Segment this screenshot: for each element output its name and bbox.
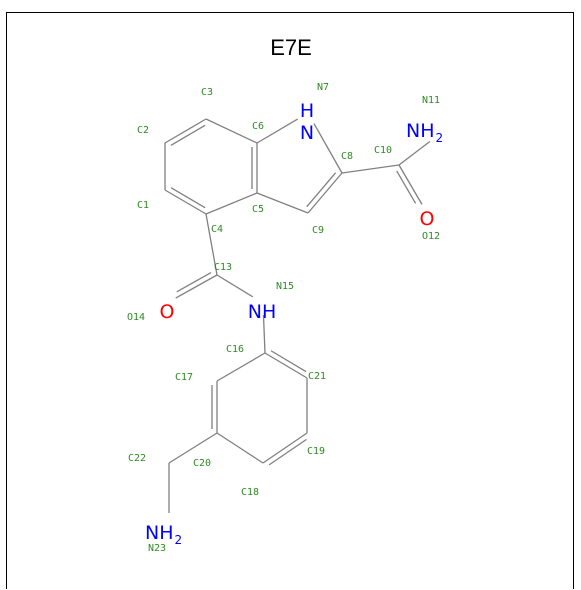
bond-n7-c8 [313,123,343,174]
bond-c21-c16-double [270,350,307,373]
atom-o12-symbol: O [420,208,435,230]
bond-c9-c5 [256,192,309,214]
bond-n15-c16 [262,314,266,354]
bond-c4-c13 [205,213,218,276]
bond-c16-c17 [216,352,266,382]
bond-c18-c19-double [268,438,307,466]
bond-c10-n11 [398,140,431,166]
bond-c10-o12-double [396,170,417,204]
atom-n23-subscript: 2 [175,533,183,547]
atom-label-c10: C10 [374,145,392,156]
atom-n11-subscript: 2 [436,131,444,145]
atom-label-c16: C16 [226,344,244,355]
atom-label-c13: C13 [214,262,232,273]
atom-label-c2: C2 [137,125,149,136]
atom-label-c17: C17 [175,372,193,383]
diagram-title: E7E [270,35,312,60]
atom-label-c3: C3 [201,87,213,98]
bond-c5-c4 [205,192,258,215]
bond-c8-c9-double [306,172,337,208]
bond-c21-c16 [264,352,308,379]
bond-c20-c18 [216,432,264,464]
atom-label-o12: O12 [422,231,440,242]
atom-n7-hydrogen: H [300,100,314,122]
atom-label-c20: C20 [193,458,211,469]
bond-c20-c22 [168,432,218,464]
atom-label-c19: C19 [307,446,325,457]
atom-label-c21: C21 [308,371,326,382]
atom-label-c6: C6 [252,121,264,132]
bond-c6-n7 [256,118,298,144]
bond-c3-c6 [205,118,258,144]
bond-c10-o12 [398,164,423,205]
atom-n23-symbol: NH [145,522,174,544]
atom-n15-symbol: NH [248,301,277,323]
atom-label-c4: C4 [211,224,223,235]
bond-c4-c1 [164,189,207,215]
atom-label-n7: N7 [317,82,329,93]
atom-label-n23: N23 [148,543,166,554]
bond-c2-c3-double [170,124,206,146]
bond-c8-c9 [307,172,343,214]
atom-o14-symbol: O [160,301,175,323]
atom-label-n15: N15 [276,281,294,292]
bond-c2-c3 [164,118,207,144]
bond-c13-n15 [216,274,254,298]
atom-label-c22: C22 [128,453,146,464]
atom-label-c1: C1 [137,200,149,211]
bond-c4-c1-double [170,187,206,209]
bond-c8-c10 [341,164,400,174]
atom-n11-symbol: NH [406,120,435,142]
atom-label-c5: C5 [252,204,264,215]
bonds [164,118,431,513]
bond-c13-o14 [175,274,218,299]
bond-c18-c19 [262,432,308,464]
atom-n7-symbol: N [300,122,314,144]
atom-label-c8: C8 [341,151,353,162]
atom-label-c18: C18 [241,487,259,498]
atom-label-o14: O14 [127,312,145,323]
atom-label-n11: N11 [422,95,440,106]
atom-label-c9: C9 [312,225,324,236]
bond-c13-o14-double [176,272,212,293]
